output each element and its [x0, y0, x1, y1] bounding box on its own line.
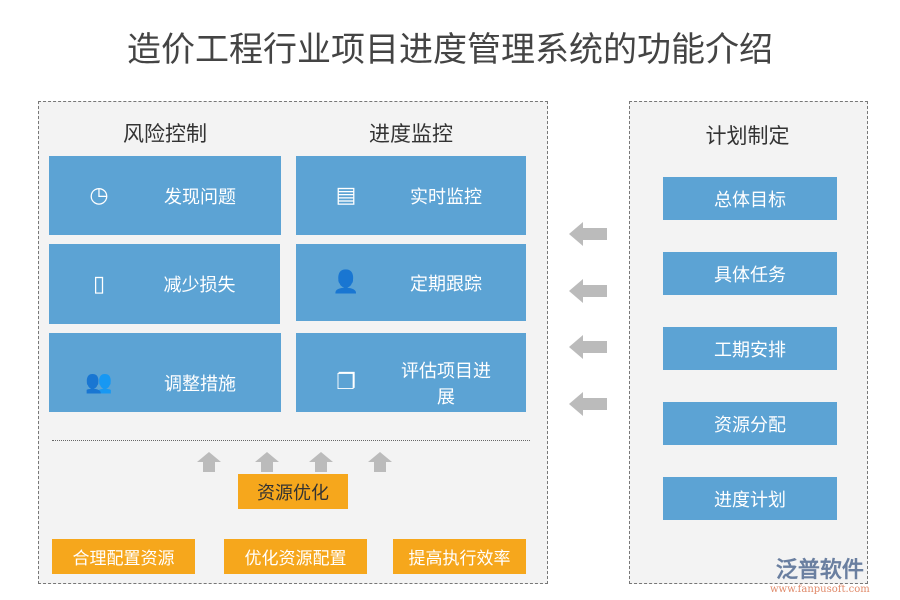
card-adjust: 👥调整措施: [49, 333, 281, 412]
progress-heading: 进度监控: [369, 122, 453, 146]
up-arrow-icon: [255, 452, 279, 472]
risk-heading: 风险控制: [123, 122, 207, 146]
page-title: 造价工程行业项目进度管理系统的功能介绍: [127, 30, 773, 70]
card-tracking: 👤定期跟踪: [296, 244, 526, 321]
plan-item: 工期安排: [663, 327, 837, 370]
plan-item: 资源分配: [663, 402, 837, 445]
bottom-item: 提高执行效率: [393, 539, 526, 574]
up-arrow-icon: [368, 452, 392, 472]
bottom-item: 优化资源配置: [224, 539, 367, 574]
plan-heading: 计划制定: [705, 124, 790, 148]
group-icon: 👥: [85, 370, 113, 395]
card-reduce-loss: ▯减少损失: [49, 244, 280, 324]
card-realtime: ▤实时监控: [296, 156, 526, 235]
logo: 泛普软件 www.fanpusoft.com: [770, 552, 870, 595]
plan-item: 具体任务: [663, 252, 837, 295]
left-arrow-icon: [569, 279, 607, 303]
users-icon: 👤: [332, 270, 360, 295]
clock-icon: ◷: [89, 183, 109, 208]
left-arrow-icon: [569, 392, 607, 416]
up-arrow-icon: [197, 452, 221, 472]
windows-icon: ❐: [336, 370, 356, 395]
plan-item: 总体目标: [663, 177, 837, 220]
monitor-icon: ▤: [335, 183, 357, 208]
document-icon: ▯: [92, 271, 106, 297]
logo-url: www.fanpusoft.com: [770, 584, 870, 595]
bottom-item: 合理配置资源: [52, 539, 195, 574]
logo-name: 泛普软件: [775, 558, 864, 583]
card-find-issues: ◷发现问题: [49, 156, 281, 235]
card-evaluate: ❐评估项目进展: [296, 333, 526, 412]
resource-optimization: 资源优化: [238, 474, 348, 509]
left-arrow-icon: [569, 335, 607, 359]
plan-item: 进度计划: [663, 477, 837, 520]
divider: [52, 440, 530, 441]
up-arrow-icon: [309, 452, 333, 472]
left-arrow-icon: [569, 222, 607, 246]
